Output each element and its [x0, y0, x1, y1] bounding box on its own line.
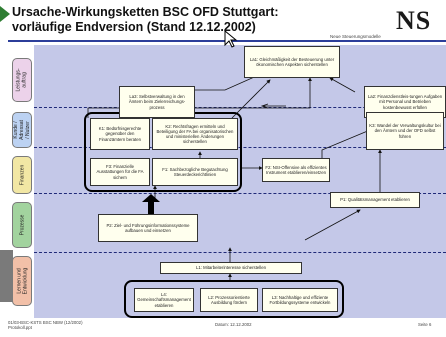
lane-label: Leistungs-auftrag	[16, 68, 29, 92]
node-l4: L4: Gemeinschaftsmanagement etablieren	[134, 288, 194, 312]
footer-source: 01/03-BSC-KSTS BSC NBW (12/2002) Protoko…	[8, 320, 83, 330]
title-line-1: Ursache-Wirkungsketten BSC OFD Stuttgart…	[12, 5, 279, 19]
node-l1: L1: Mitarbeiterinteresse sicherstellen	[160, 262, 302, 274]
node-la3: La3: Selbstverwaltung in den Ämtern beim…	[119, 86, 195, 118]
green-triangle-icon	[0, 6, 10, 22]
node-k1: K1: Bedürfnisgerechte gegenüber den Fina…	[90, 118, 150, 150]
lernen-group-frame	[124, 280, 344, 318]
slide-title: Ursache-Wirkungsketten BSC OFD Stuttgart…	[12, 5, 352, 35]
lane-tab-finanzen: Finanzen	[12, 156, 32, 194]
banner-note: Neue Steuerungsmodelle	[330, 34, 381, 39]
node-l3: L3: Nachhaltige und effiziente Fortbildu…	[262, 288, 338, 312]
node-f1: F1: Sachbezügliche Begutachtung Steuerde…	[152, 158, 238, 186]
node-f2: F2: NSI-Offensive als effizientes Instru…	[262, 158, 330, 182]
lane-tab-kunde: Kunde /Adressat/ Nutzer	[12, 112, 32, 148]
title-line-2: vorläufige Endversion (Stand 12.12.2002)	[12, 20, 256, 34]
node-l2: L2: Prozessorientierte Ausbildung förder…	[200, 288, 258, 312]
lane-divider	[34, 193, 446, 194]
footer-source-line2: Protokoll.ppt	[8, 325, 32, 330]
nsm-logo: NS	[396, 6, 432, 35]
lane-label: Prozesse	[19, 214, 25, 236]
lane-tab-prozesse: Prozesse	[12, 202, 32, 248]
gray-overlay-strip	[0, 250, 13, 302]
lane-tab-leistungsauftrag: Leistungs-auftrag	[12, 58, 32, 102]
lane-label: Finanzen	[19, 164, 26, 186]
footer-date: Datum: 12.12.2002	[215, 322, 252, 327]
lane-divider	[34, 252, 446, 253]
node-k3: K3: Wandel der Verwaltungskultur bei den…	[366, 112, 444, 150]
mouse-cursor-icon	[224, 30, 238, 48]
node-k2: K2: Rechtsfragen ermitteln und Beteiligu…	[152, 118, 238, 150]
node-p2: P2: Ziel- und Führungsinformationssystem…	[98, 214, 198, 242]
footer-page-number: Seite 6	[418, 322, 432, 327]
lane-label: Kunde /Adressat/ Nutzer	[13, 120, 32, 140]
node-f3: F3: Finanzielle Ausstattungen für die FA…	[90, 158, 150, 186]
node-p1: P1: Qualitätsmanagement etablieren	[330, 192, 420, 208]
node-la1: La1: Gleichmäßigkeit der Besteuerung unt…	[244, 46, 340, 78]
footer-source-line1: 01/03-BSC-KSTS BSC NBW (12/2002)	[8, 320, 83, 325]
